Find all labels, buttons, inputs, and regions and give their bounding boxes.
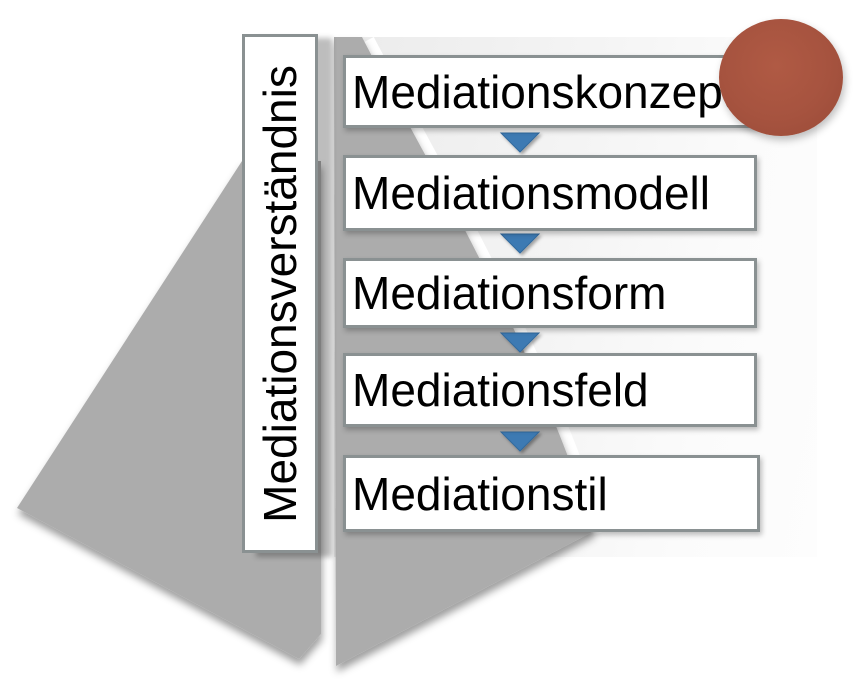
step-box-mediationsform: Mediationsform bbox=[343, 258, 757, 328]
step-box-mediationstil: Mediationstil bbox=[343, 455, 760, 532]
step-box-label: Mediationsmodell bbox=[352, 167, 710, 219]
step-box-mediationsfeld: Mediationsfeld bbox=[343, 353, 757, 427]
down-arrow-shape-right-half bbox=[334, 37, 594, 666]
step-box-label: Mediationsform bbox=[352, 267, 667, 319]
vertical-label-box: Mediationsverständnis bbox=[242, 34, 318, 553]
step-box-label: Mediationsfeld bbox=[352, 364, 649, 416]
step-box-mediationskonzept: Mediationskonzept bbox=[343, 55, 757, 128]
step-box-label: Mediationstil bbox=[352, 467, 608, 520]
down-arrow-icon bbox=[499, 431, 541, 452]
step-box-mediationsmodell: Mediationsmodell bbox=[343, 155, 757, 231]
step-box-label: Mediationskonzept bbox=[352, 65, 736, 118]
down-arrow-icon bbox=[499, 332, 541, 353]
down-arrow-icon bbox=[499, 132, 541, 153]
vertical-label: Mediationsverständnis bbox=[254, 64, 306, 523]
down-arrow-icon bbox=[499, 233, 541, 254]
accent-circle bbox=[719, 19, 843, 136]
